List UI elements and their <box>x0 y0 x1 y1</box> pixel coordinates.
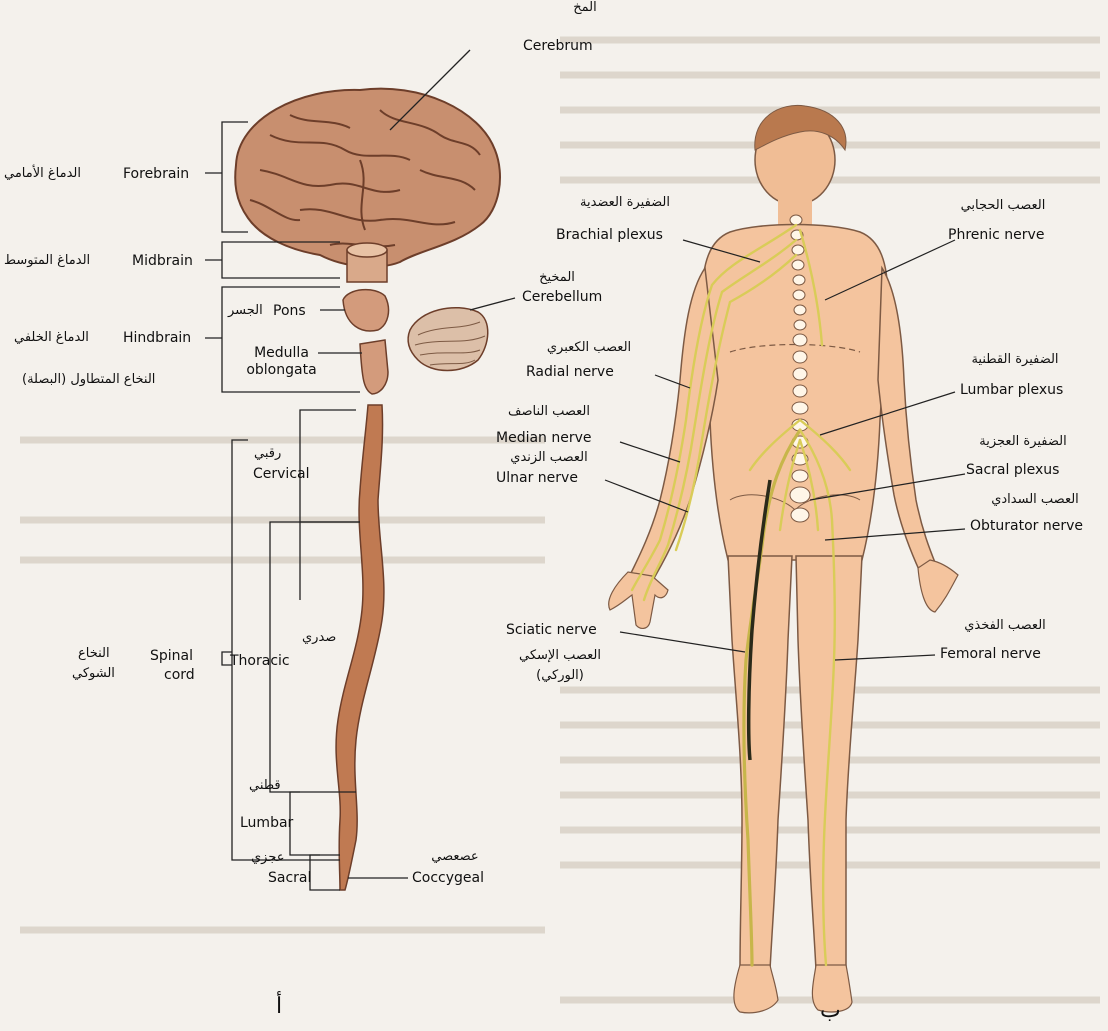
spinal-cord-label-line1: Spinal <box>150 648 193 664</box>
obturator-nerve-arabic-label: العصب السدادي <box>980 492 1090 508</box>
medulla-arabic-label: النخاع المتطاول (البصلة) <box>22 372 155 388</box>
thoracic-label: Thoracic <box>230 653 290 669</box>
coccygeal-arabic-label: عصعصي <box>420 849 490 865</box>
medulla-label-line1: Medulla <box>244 345 319 361</box>
pons-arabic-label: الجسر <box>228 303 263 319</box>
femoral-nerve-arabic-label: العصب الفخذي <box>945 618 1065 634</box>
forebrain-arabic-label: الدماغ الأمامي <box>4 166 81 182</box>
sacral-arabic-label: عجزي <box>251 850 285 866</box>
midbrain-label: Midbrain <box>132 253 193 269</box>
ulnar-nerve-arabic-label: العصب الزندي <box>494 450 604 466</box>
midbrain-arabic-label: الدماغ المتوسط <box>4 253 90 269</box>
sacral-label: Sacral <box>268 870 311 886</box>
coccygeal-label: Coccygeal <box>412 870 484 886</box>
brachial-plexus-label: Brachial plexus <box>556 227 663 243</box>
cerebrum-arabic-label: المخ <box>560 0 610 16</box>
radial-nerve-label: Radial nerve <box>526 364 614 380</box>
hindbrain-arabic-label: الدماغ الخلفي <box>14 330 89 346</box>
panel-a-mark: أ <box>276 994 282 1019</box>
median-nerve-label: Median nerve <box>496 430 592 446</box>
sacral-plexus-label: Sacral plexus <box>966 462 1059 478</box>
sciatic-nerve-label: Sciatic nerve <box>506 622 597 638</box>
thoracic-arabic-label: صدري <box>302 630 336 646</box>
pons-label: Pons <box>273 303 306 319</box>
spinal-cord-arabic-line2: الشوكي <box>72 666 115 682</box>
obturator-nerve-label: Obturator nerve <box>970 518 1083 534</box>
hindbrain-label: Hindbrain <box>123 330 191 346</box>
cerebellum-shape <box>408 308 488 371</box>
femoral-nerve-label: Femoral nerve <box>940 646 1041 662</box>
spinal-cord-label-line2: cord <box>164 667 195 683</box>
cerebellum-arabic-label: المخيخ <box>522 270 592 286</box>
medulla-shape <box>360 340 388 394</box>
cerebrum-shape <box>235 89 500 267</box>
brachial-plexus-arabic-label: الضفيرة العضدية <box>560 195 690 211</box>
forebrain-label: Forebrain <box>123 166 189 182</box>
lumbar-label: Lumbar <box>240 815 293 831</box>
sacral-plexus-arabic-label: الضفيرة العجزية <box>968 434 1078 450</box>
phrenic-nerve-arabic-label: العصب الحجابي <box>948 198 1058 214</box>
lumbar-plexus-label: Lumbar plexus <box>960 382 1063 398</box>
median-nerve-arabic-label: العصب الناصف <box>494 404 604 420</box>
medulla-label-line2: oblongata <box>244 362 319 378</box>
cervical-arabic-label: رقبي <box>254 446 281 462</box>
pons-shape <box>343 290 389 331</box>
background-text-texture <box>20 40 1100 1000</box>
midbrain-shape <box>347 243 387 282</box>
sciatic-nerve-arabic-line2: (الوركي) <box>510 668 610 684</box>
phrenic-nerve-label: Phrenic nerve <box>948 227 1044 243</box>
sciatic-nerve-arabic-line1: العصب الإسكي <box>510 648 610 664</box>
spinal-cord-shape <box>336 405 384 890</box>
ulnar-nerve-label: Ulnar nerve <box>496 470 578 486</box>
lumbar-arabic-label: قطني <box>249 778 281 794</box>
spinal-cord-arabic-line1: النخاع <box>78 646 110 662</box>
cerebrum-label: Cerebrum <box>523 38 593 54</box>
panel-b-mark: ب <box>820 998 841 1023</box>
lumbar-plexus-arabic-label: الضفيرة القطنية <box>960 352 1070 368</box>
cerebellum-label: Cerebellum <box>522 289 602 305</box>
cervical-label: Cervical <box>253 466 310 482</box>
radial-nerve-arabic-label: العصب الكعبري <box>534 340 644 356</box>
